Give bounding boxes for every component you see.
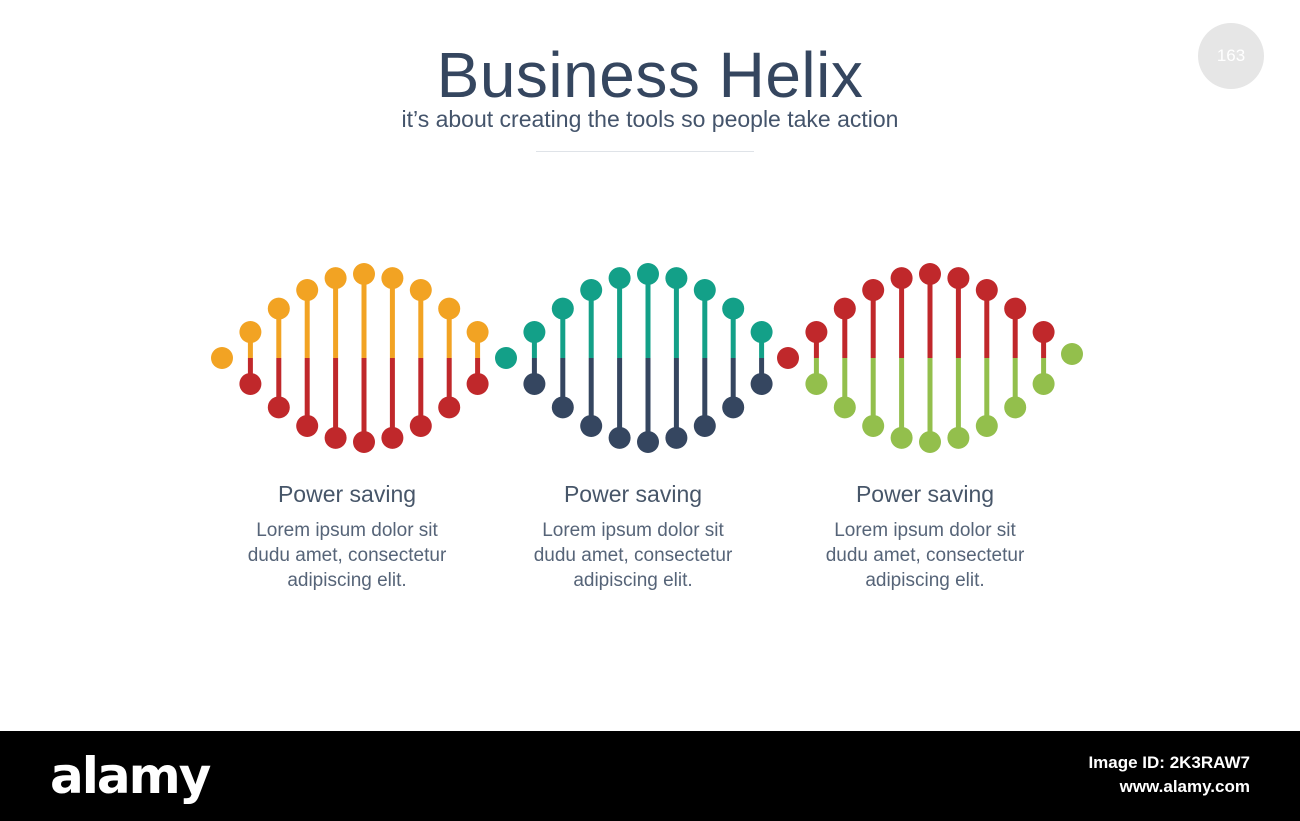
helix-node-top bbox=[438, 297, 461, 320]
helix-node-top bbox=[324, 267, 347, 290]
slide: Business Helix it’s about creating the t… bbox=[197, 23, 1264, 593]
page-number-badge: 163 bbox=[1198, 23, 1264, 89]
helix-node-bottom bbox=[523, 372, 546, 395]
slide-subtitle: it’s about creating the tools so people … bbox=[401, 106, 899, 132]
slide-title: Business Helix bbox=[436, 39, 864, 111]
helix-node-top bbox=[919, 263, 941, 285]
helix-node-top bbox=[381, 267, 404, 290]
helix-node-bottom bbox=[975, 414, 998, 437]
helix-node-bottom bbox=[1032, 372, 1055, 395]
helix-node-bottom bbox=[637, 431, 659, 453]
caption-body-line: Lorem ipsum dolor sit bbox=[542, 520, 724, 541]
helix-node-top bbox=[890, 267, 913, 290]
caption-heading: Power saving bbox=[277, 481, 417, 507]
helix-node-top bbox=[862, 279, 885, 302]
helix-node-bottom bbox=[722, 396, 745, 419]
helix-node-bottom bbox=[750, 372, 773, 395]
helix-node-top bbox=[637, 263, 659, 285]
helix-node-top bbox=[1004, 297, 1027, 320]
helix-node-top bbox=[580, 279, 603, 302]
helix-node-top bbox=[239, 321, 262, 344]
caption-body-line: adipiscing elit. bbox=[573, 570, 693, 591]
helix-node-top bbox=[722, 297, 745, 320]
helix-node-bottom bbox=[409, 414, 432, 437]
caption-body-line: dudu amet, consectetur bbox=[247, 545, 447, 566]
helix-node-bottom bbox=[551, 396, 574, 419]
helix-node-top bbox=[409, 279, 432, 302]
helix-node-bottom bbox=[919, 431, 941, 453]
helix-node-top bbox=[267, 297, 290, 320]
helix-node-bottom bbox=[580, 414, 603, 437]
helix-node-top bbox=[975, 279, 998, 302]
helix-junction-node bbox=[1061, 343, 1083, 365]
helix-node-top bbox=[750, 321, 773, 344]
helix-node-top bbox=[805, 321, 828, 344]
caption-body-line: dudu amet, consectetur bbox=[533, 545, 733, 566]
caption-2: Power saving Lorem ipsum dolor sit dudu … bbox=[483, 481, 783, 593]
helix-node-top bbox=[833, 297, 856, 320]
caption-body-line: adipiscing elit. bbox=[865, 570, 985, 591]
helix-node-top bbox=[296, 279, 319, 302]
helix-node-bottom bbox=[608, 426, 631, 449]
caption-body-line: Lorem ipsum dolor sit bbox=[256, 520, 438, 541]
caption-body-line: Lorem ipsum dolor sit bbox=[834, 520, 1016, 541]
caption-3: Power saving Lorem ipsum dolor sit dudu … bbox=[775, 481, 1075, 593]
helix-node-bottom bbox=[324, 426, 347, 449]
helix-junction-node bbox=[211, 347, 233, 369]
helix-node-bottom bbox=[438, 396, 461, 419]
helix-junction-node bbox=[777, 347, 799, 369]
helix-node-bottom bbox=[267, 396, 290, 419]
helix-node-bottom bbox=[353, 431, 375, 453]
helix-junction-node bbox=[495, 347, 517, 369]
caption-body-line: dudu amet, consectetur bbox=[825, 545, 1025, 566]
helix-node-top bbox=[947, 267, 970, 290]
helix-node-top bbox=[551, 297, 574, 320]
helix-node-bottom bbox=[947, 426, 970, 449]
helix-node-bottom bbox=[833, 396, 856, 419]
helix-node-bottom bbox=[862, 414, 885, 437]
watermark-image-id: Image ID: 2K3RAW7 bbox=[1088, 753, 1250, 772]
helix-node-bottom bbox=[693, 414, 716, 437]
helix-node-top bbox=[693, 279, 716, 302]
watermark-url: www.alamy.com bbox=[1119, 777, 1250, 796]
helix-node-top bbox=[608, 267, 631, 290]
helix-node-bottom bbox=[890, 426, 913, 449]
watermark-logo: alamy bbox=[50, 747, 211, 805]
helix-node-bottom bbox=[466, 372, 489, 395]
caption-heading: Power saving bbox=[563, 481, 703, 507]
dna-helix-diagram bbox=[211, 263, 1083, 453]
helix-node-top bbox=[353, 263, 375, 285]
helix-node-bottom bbox=[665, 426, 688, 449]
caption-1: Power saving Lorem ipsum dolor sit dudu … bbox=[197, 481, 497, 593]
helix-node-bottom bbox=[1004, 396, 1027, 419]
helix-node-bottom bbox=[239, 372, 262, 395]
helix-node-top bbox=[1032, 321, 1055, 344]
watermark-bar: alamy Image ID: 2K3RAW7 www.alamy.com bbox=[0, 731, 1300, 821]
helix-node-bottom bbox=[805, 372, 828, 395]
title-divider bbox=[536, 151, 754, 152]
helix-node-top bbox=[665, 267, 688, 290]
helix-node-bottom bbox=[296, 414, 319, 437]
helix-node-top bbox=[466, 321, 489, 344]
helix-node-bottom bbox=[381, 426, 404, 449]
helix-node-top bbox=[523, 321, 546, 344]
caption-body-line: adipiscing elit. bbox=[287, 570, 407, 591]
caption-heading: Power saving bbox=[855, 481, 995, 507]
